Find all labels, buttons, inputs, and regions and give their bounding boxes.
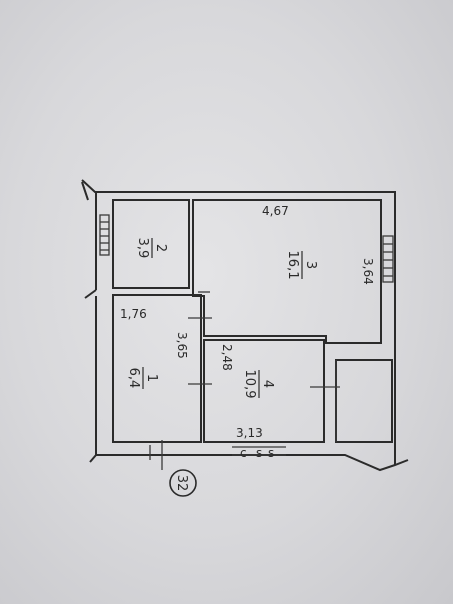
room-1-width-label: 1,76 [120, 307, 147, 321]
room-4-depth-label: 2,48 [220, 344, 234, 371]
room-2-number: 2 [153, 244, 168, 252]
room-3-number: 3 [303, 261, 318, 269]
room-4-number: 4 [260, 380, 275, 388]
room-1-number: 1 [144, 374, 159, 382]
room-1-label: 1 6,4 [126, 367, 159, 389]
room-4-area: 10,9 [242, 370, 257, 399]
opening-marks [149, 291, 340, 470]
svg-text:c: c [240, 446, 247, 460]
room-3-width-label: 4,67 [262, 204, 289, 218]
room-2-label: 2 3,9 [135, 238, 168, 259]
room-3-depth-label: 3,64 [361, 258, 375, 285]
room-2-area: 3,9 [135, 238, 150, 259]
room-3-area: 16,1 [285, 251, 300, 280]
room-1-outline [112, 294, 202, 443]
sheet-number-badge: 32 [169, 469, 197, 497]
room-3-label: 3 16,1 [285, 251, 318, 280]
room-4-outline [203, 339, 325, 443]
room-4-label: 4 10,9 [242, 370, 275, 399]
room-2-outline [112, 199, 190, 289]
room-1-depth-label: 3,65 [175, 332, 189, 359]
utility-space-outline [335, 359, 393, 443]
bottom-window: c s s [232, 446, 286, 460]
left-entry-frame [99, 214, 110, 256]
room-4-width-label: 3,13 [236, 426, 263, 440]
svg-text:s: s [268, 446, 274, 460]
svg-text:s: s [256, 446, 262, 460]
sheet-number: 32 [174, 475, 189, 492]
right-window [382, 235, 394, 283]
room-1-area: 6,4 [126, 368, 141, 389]
